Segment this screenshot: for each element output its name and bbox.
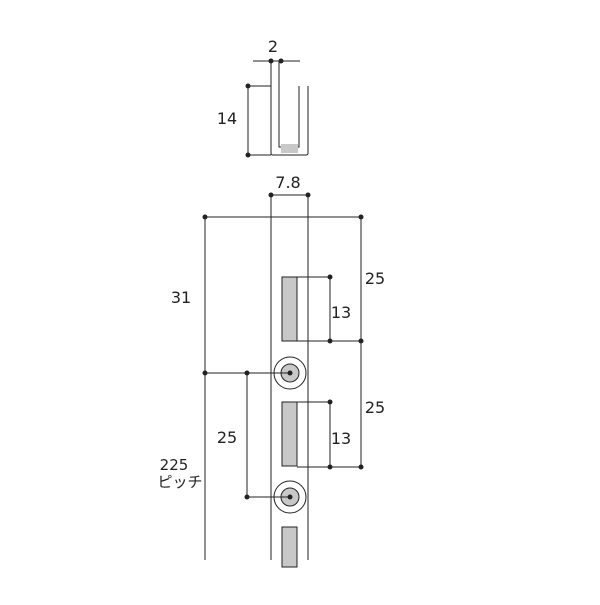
dim-dot bbox=[245, 83, 251, 89]
hole-center-dot bbox=[287, 494, 293, 500]
dim-dot bbox=[358, 214, 364, 220]
dim-label-top-offset: 31 bbox=[171, 288, 191, 307]
dim-label-slot-spacing-1: 25 bbox=[365, 269, 385, 288]
dim-label-width: 2 bbox=[268, 37, 278, 56]
dim-dot bbox=[327, 338, 333, 344]
dim-dot bbox=[327, 464, 333, 470]
dim-label-height: 14 bbox=[217, 109, 237, 128]
dim-label-total: 225 bbox=[160, 456, 189, 474]
front-view bbox=[202, 192, 364, 568]
dim-label-total-suffix: ピッチ bbox=[157, 473, 202, 491]
slot bbox=[281, 276, 298, 342]
dim-dot bbox=[268, 58, 274, 64]
top-view bbox=[245, 58, 309, 158]
dim-label-hole-pitch: 25 bbox=[217, 428, 237, 447]
slot bbox=[281, 526, 298, 568]
dim-dot bbox=[244, 370, 250, 376]
hole-center-dot bbox=[287, 370, 293, 376]
slot bbox=[281, 401, 298, 467]
dim-dot bbox=[305, 192, 311, 198]
dim-label-slot-height-2: 13 bbox=[331, 429, 351, 448]
dim-dot bbox=[358, 338, 364, 344]
dim-dot bbox=[202, 214, 208, 220]
channel-profile-outer bbox=[270, 86, 309, 156]
dim-label-slot-spacing-2: 25 bbox=[365, 398, 385, 417]
dim-dot bbox=[278, 58, 284, 64]
dim-dot bbox=[268, 192, 274, 198]
dim-dot bbox=[327, 399, 333, 405]
channel-base-fill bbox=[281, 144, 298, 153]
dim-dot bbox=[358, 464, 364, 470]
dim-dot bbox=[245, 152, 251, 158]
dim-label-slot-height-1: 13 bbox=[331, 303, 351, 322]
dim-dot bbox=[202, 370, 208, 376]
channel-profile-inner bbox=[278, 86, 300, 148]
dim-label-rail-width: 7.8 bbox=[275, 173, 300, 192]
dim-dot bbox=[244, 494, 250, 500]
dim-dot bbox=[327, 274, 333, 280]
